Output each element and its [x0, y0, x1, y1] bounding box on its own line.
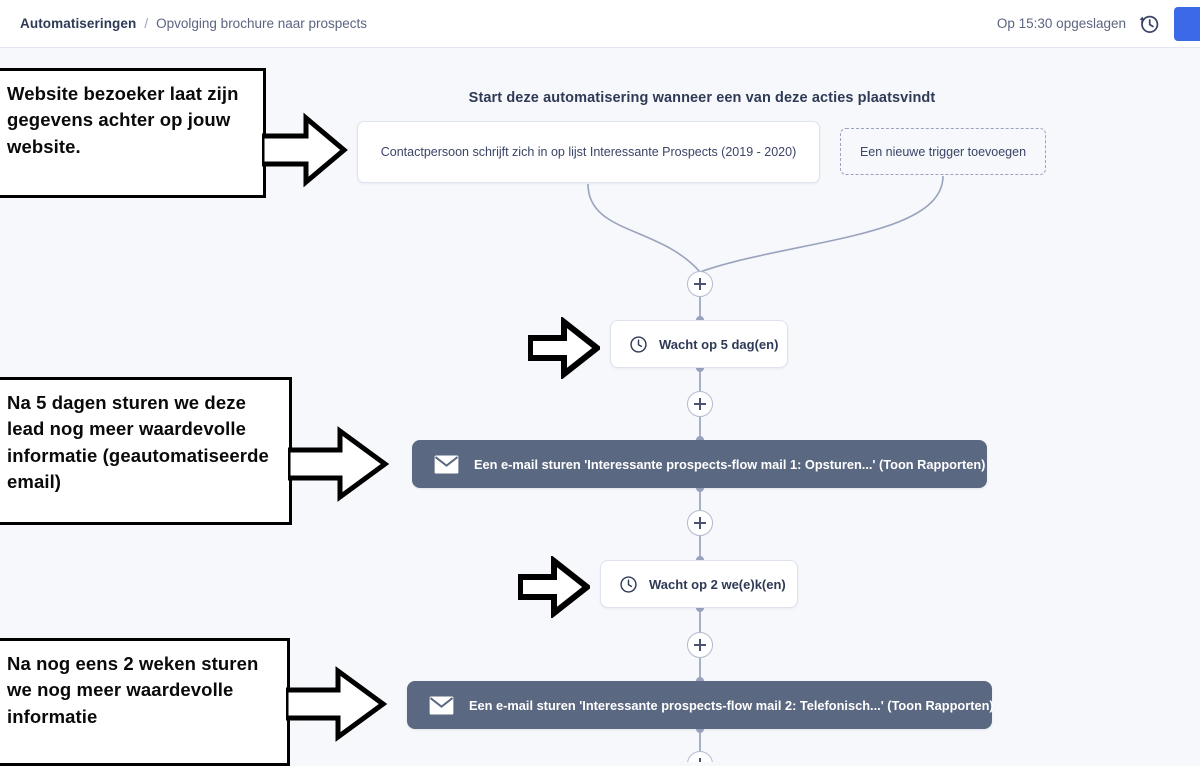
email-node-2[interactable]: Een e-mail sturen 'Interessante prospect… [407, 681, 994, 729]
wait-node-2-label: Wacht op 2 we(e)k(en) [649, 576, 786, 592]
add-trigger-card[interactable]: Een nieuwe trigger toevoegen [840, 128, 1046, 175]
clock-history-icon[interactable] [1138, 13, 1160, 35]
clock-icon [630, 335, 647, 353]
automation-flow-canvas[interactable]: Start deze automatisering wanneer een va… [0, 48, 1200, 762]
wait-node-1[interactable]: Wacht op 5 dag(en) [610, 320, 788, 368]
email-node-1-label: Een e-mail sturen 'Interessante prospect… [474, 456, 986, 472]
saved-status-label: Op 15:30 opgeslagen [996, 16, 1126, 31]
trigger-card-label: Contactpersoon schrijft zich in op lijst… [380, 144, 797, 159]
trigger-card[interactable]: Contactpersoon schrijft zich in op lijst… [357, 121, 820, 183]
email-node-1[interactable]: Een e-mail sturen 'Interessante prospect… [412, 440, 987, 488]
primary-action-button[interactable] [1174, 6, 1200, 41]
envelope-icon [429, 695, 454, 715]
add-step-button-3[interactable] [687, 510, 713, 536]
clock-icon [620, 575, 637, 593]
add-step-button-2[interactable] [687, 391, 713, 417]
email-node-2-label: Een e-mail sturen 'Interessante prospect… [469, 697, 994, 713]
add-step-button-4[interactable] [687, 632, 713, 658]
wait-node-2[interactable]: Wacht op 2 we(e)k(en) [600, 560, 798, 608]
envelope-icon [434, 454, 459, 474]
add-trigger-label: Een nieuwe trigger toevoegen [859, 144, 1027, 159]
top-bar-right-group: Op 15:30 opgeslagen [997, 0, 1200, 47]
top-bar: Automatiseringen / Opvolging brochure na… [0, 0, 1200, 48]
breadcrumb-current: Opvolging brochure naar prospects [156, 16, 368, 31]
trigger-section-heading: Start deze automatisering wanneer een va… [468, 90, 936, 106]
wait-node-1-label: Wacht op 5 dag(en) [659, 336, 779, 352]
add-step-button-1[interactable] [687, 271, 713, 297]
breadcrumb-separator: / [144, 16, 149, 31]
breadcrumb: Automatiseringen / Opvolging brochure na… [20, 16, 367, 31]
breadcrumb-root-link[interactable]: Automatiseringen [20, 16, 137, 31]
